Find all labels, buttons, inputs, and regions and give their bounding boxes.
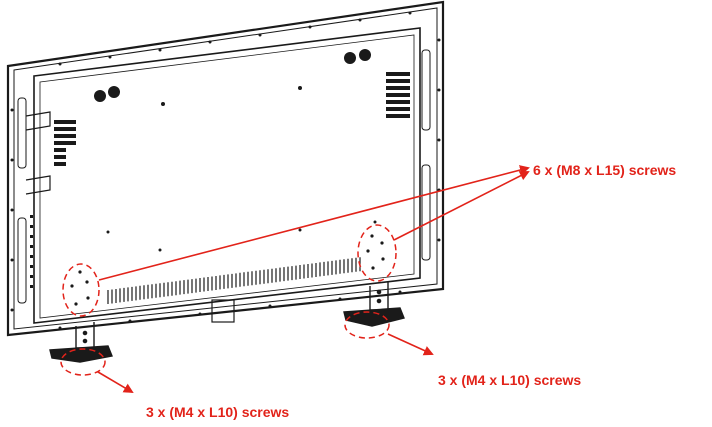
left-handle-rail-top xyxy=(17,97,27,169)
monitor-back-panel xyxy=(33,27,421,324)
left-stand xyxy=(49,322,113,363)
right-handle-rail-top xyxy=(421,49,431,131)
left-handle-lower xyxy=(25,175,51,195)
left-stand-base xyxy=(49,345,113,363)
monitor-outer-frame xyxy=(6,0,445,337)
mount-screw-holes xyxy=(70,234,385,306)
callout-left-stand-screws: 3 x (M4 x L10) screws xyxy=(146,404,290,420)
monitor-back-panel-inner xyxy=(39,34,415,319)
right-vent-block xyxy=(386,72,410,118)
speaker-grille-right-a xyxy=(344,52,356,64)
speaker-grilles xyxy=(94,49,371,102)
left-vent-block xyxy=(54,120,76,166)
arrow-icon xyxy=(387,333,434,356)
arrow-icon xyxy=(98,165,530,281)
callout-right-stand-screws: 3 x (M4 x L10) screws xyxy=(438,372,582,388)
right-handle-rail-bottom xyxy=(421,164,431,261)
bezel-screw-dots xyxy=(10,11,441,330)
dashed-ellipse-icon xyxy=(357,224,397,282)
center-mount-block xyxy=(211,299,235,323)
dashed-ellipse-icon xyxy=(344,311,390,339)
speaker-grille-left-a xyxy=(94,90,106,102)
leader-lines xyxy=(97,165,530,394)
monitor-rear-view xyxy=(6,0,445,337)
bottom-vent-stripes xyxy=(107,257,361,304)
monitor-inner-frame xyxy=(13,7,438,330)
dashed-ellipse-icon xyxy=(60,348,106,376)
side-ports xyxy=(30,215,33,288)
arrow-icon xyxy=(393,171,530,241)
dashed-ellipse-icon xyxy=(62,263,100,317)
speaker-grille-right-b xyxy=(359,49,371,61)
arrow-icon xyxy=(97,371,134,394)
speaker-grille-left-b xyxy=(108,86,120,98)
right-stand-base xyxy=(343,307,405,327)
left-handle-upper xyxy=(25,111,51,131)
left-handle-rail-bottom xyxy=(17,217,27,304)
callout-m8-screws: 6 x (M8 x L15) screws xyxy=(533,162,677,178)
highlight-ellipses xyxy=(60,224,397,376)
